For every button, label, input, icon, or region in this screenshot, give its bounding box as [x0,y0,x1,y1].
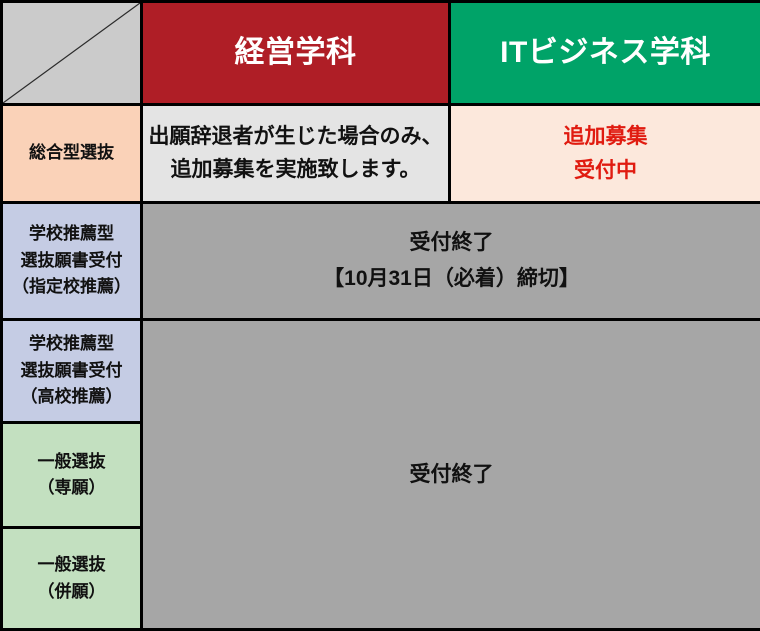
table-row-kokosuisen: 学校推薦型 選抜願書受付 （高校推薦） 受付終了 [2,320,760,423]
table-row-shiteiko: 学校推薦型 選抜願書受付 （指定校推薦） 受付終了 【10月31日（必着）締切】 [2,203,760,320]
row-label-sogo: 総合型選抜 [2,105,142,203]
cell-shiteiko-status: 受付終了 【10月31日（必着）締切】 [142,203,760,320]
corner-cell [2,2,142,105]
column-header-keiei-label: 経営学科 [235,36,357,69]
row-label-kokosuisen-line-2: 選抜願書受付 [3,358,140,384]
row-label-ippan-sengan: 一般選抜 （専願） [2,423,142,528]
row-label-ippan-heigan-line-2: （併願） [3,579,140,605]
cell-sogo-keiei-line-2: 追加募集を実施致します。 [143,154,448,187]
row-label-kokosuisen-line-1: 学校推薦型 [3,331,140,357]
cell-sogo-itbusiness-line-2: 受付中 [451,154,760,188]
row-label-shiteiko-line-1: 学校推薦型 [3,221,140,247]
cell-merged-closed-status: 受付終了 [142,320,760,630]
column-header-itbusiness-label: ITビジネス学科 [500,36,711,69]
row-label-ippan-sengan-line-2: （専願） [3,475,140,501]
cell-sogo-keiei-line-1: 出願辞退者が生じた場合のみ、 [143,121,448,154]
cell-shiteiko-status-line-2: 【10月31日（必着）締切】 [143,261,760,297]
table-header-row: 経営学科 ITビジネス学科 [2,2,760,105]
row-label-shiteiko-line-3: （指定校推薦） [3,274,140,300]
cell-sogo-itbusiness-line-1: 追加募集 [451,120,760,154]
row-label-kokosuisen: 学校推薦型 選抜願書受付 （高校推薦） [2,320,142,423]
row-label-sogo-line-1: 総合型選抜 [3,140,140,166]
row-label-shiteiko: 学校推薦型 選抜願書受付 （指定校推薦） [2,203,142,320]
row-label-ippan-heigan: 一般選抜 （併願） [2,528,142,630]
row-label-shiteiko-line-2: 選抜願書受付 [3,248,140,274]
column-header-itbusiness: ITビジネス学科 [450,2,760,105]
row-label-kokosuisen-line-3: （高校推薦） [3,384,140,410]
row-label-ippan-heigan-line-1: 一般選抜 [3,552,140,578]
cell-shiteiko-status-line-1: 受付終了 [143,225,760,261]
cell-sogo-keiei: 出願辞退者が生じた場合のみ、 追加募集を実施致します。 [142,105,450,203]
cell-sogo-itbusiness: 追加募集 受付中 [450,105,760,203]
diagonal-slash-icon [3,3,140,103]
row-label-ippan-sengan-line-1: 一般選抜 [3,449,140,475]
column-header-keiei: 経営学科 [142,2,450,105]
cell-merged-closed-status-line-1: 受付終了 [143,457,760,493]
table-row-sogo: 総合型選抜 出願辞退者が生じた場合のみ、 追加募集を実施致します。 追加募集 受… [2,105,760,203]
